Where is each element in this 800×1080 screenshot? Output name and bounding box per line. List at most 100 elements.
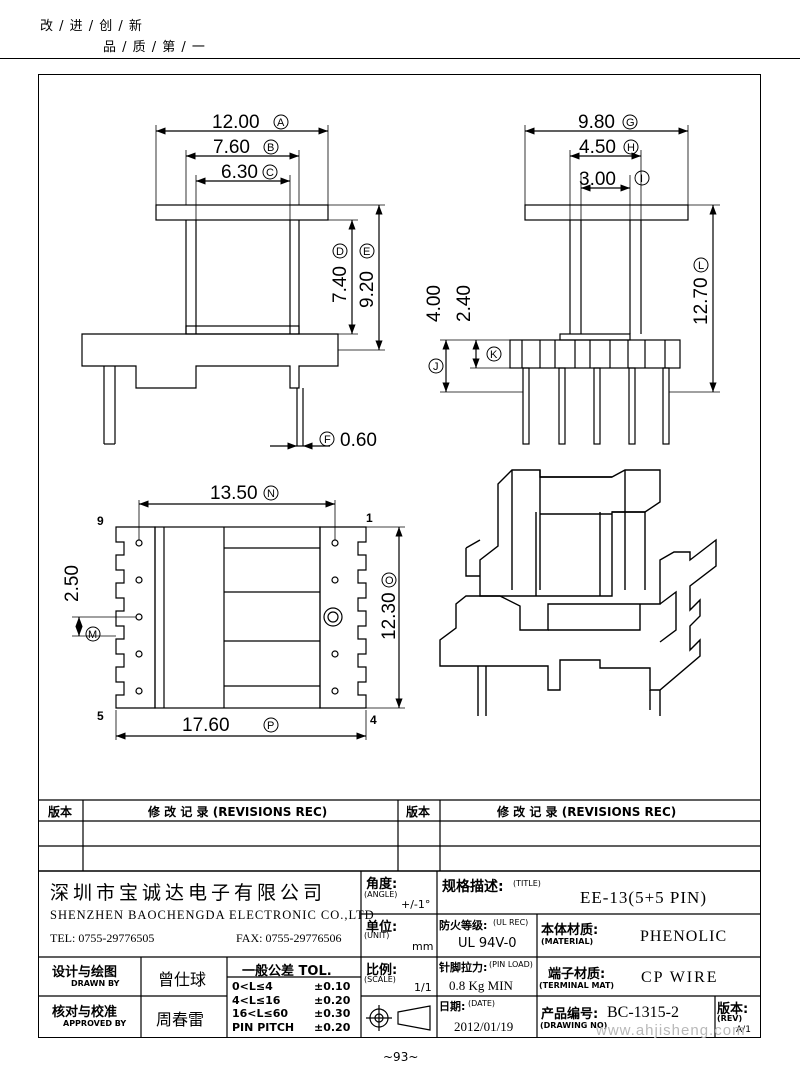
marker-A: A <box>273 114 289 130</box>
svg-text:G: G <box>626 117 635 129</box>
rev-label: 版本: <box>717 1002 749 1017</box>
page-number: ~93~ <box>383 1050 419 1064</box>
material-value: PHENOLIC <box>640 928 728 945</box>
marker-M: M <box>85 626 101 642</box>
dim-L-value: 12.70 <box>691 277 712 325</box>
title-label: 规格描述: <box>442 879 504 895</box>
marker-J: J <box>428 358 444 374</box>
angle-label: 角度: <box>366 877 398 892</box>
dim-D-value: 7.40 <box>330 266 351 303</box>
marker-F: F <box>319 431 335 447</box>
company-name-en: SHENZHEN BAOCHENGDA ELECTRONIC CO.,LTD <box>50 908 375 922</box>
tolerance-ranges: 0<L≤4 4<L≤16 16<L≤60 PIN PITCH <box>232 980 294 1034</box>
dim-J-value: 4.00 <box>424 285 445 322</box>
marker-P: P <box>263 717 279 733</box>
svg-text:J: J <box>433 361 439 373</box>
ul-label-en: (UL REC) <box>493 918 529 927</box>
pin-number-5: 5 <box>97 709 104 723</box>
header-rule <box>0 58 800 59</box>
dim-H-value: 4.50 <box>579 137 616 158</box>
approved-by-label: 核对与校准 <box>52 1005 118 1020</box>
dim-C-value: 6.30 <box>221 162 258 183</box>
unit-label-en: (UNIT) <box>364 931 390 940</box>
date-label-en: (DATE) <box>468 999 496 1008</box>
title-label-en: (TITLE) <box>513 879 541 888</box>
revision-col-record-right: 修 改 记 录 (REVISIONS REC) <box>497 805 677 819</box>
drawing-no-label: 产品编号: <box>541 1007 599 1022</box>
tolerance-value: ±0.20 <box>314 1020 351 1034</box>
angle-value: +/-1° <box>401 898 431 911</box>
svg-text:N: N <box>267 488 275 500</box>
dim-A-value: 12.00 <box>212 112 260 133</box>
dim-M-value: 2.50 <box>62 565 83 602</box>
scale-label: 比例: <box>366 963 398 978</box>
svg-text:B: B <box>267 142 274 154</box>
side-view <box>440 125 720 445</box>
svg-text:I: I <box>640 173 643 185</box>
front-view <box>81 125 385 450</box>
approved-by-name: 周春雷 <box>156 1010 205 1029</box>
pin-load-label-en: (PIN LOAD) <box>489 960 533 969</box>
dim-P-value: 17.60 <box>182 715 230 736</box>
date-value: 2012/01/19 <box>454 1019 514 1034</box>
marker-K: K <box>486 346 502 362</box>
svg-text:D: D <box>336 246 344 258</box>
watermark: www.ahjisheng.com <box>596 1022 746 1039</box>
unit-value: mm <box>412 940 434 953</box>
pin-load-label: 针脚拉力: <box>439 961 488 974</box>
isometric-view <box>439 469 717 716</box>
drawing-no-label-en: (DRAWING NO) <box>540 1021 608 1030</box>
pin-number-9: 9 <box>97 514 104 528</box>
tolerance-value: ±0.30 <box>314 1007 351 1020</box>
marker-N: N <box>263 485 279 501</box>
date-label: 日期: <box>439 1000 466 1013</box>
dim-O-value: 12.30 <box>379 592 400 640</box>
dim-F-value: 0.60 <box>340 430 377 451</box>
svg-text:M: M <box>88 629 97 641</box>
slogan-line-2: 品 / 质 / 第 / 一 <box>103 40 206 55</box>
marker-D: D <box>332 243 348 259</box>
material-label: 本体材质: <box>541 923 599 938</box>
drawn-by-label-en: DRAWN BY <box>71 979 120 988</box>
bottom-view <box>72 500 405 740</box>
drawn-by-label: 设计与绘图 <box>52 965 118 980</box>
rev-value: A/1 <box>736 1025 751 1035</box>
tolerance-values: ±0.10 ±0.20 ±0.30 ±0.20 <box>314 980 350 1034</box>
marker-H: H <box>623 139 639 155</box>
dim-E-value: 9.20 <box>357 271 378 308</box>
material-label-en: (MATERIAL) <box>541 937 594 946</box>
drawn-by-name: 曾仕球 <box>158 970 207 989</box>
svg-text:K: K <box>490 349 498 361</box>
ul-label: 防火等级: <box>439 919 488 932</box>
title-block-grid <box>38 799 761 1038</box>
svg-text:E: E <box>363 246 370 258</box>
ul-value: UL 94V-0 <box>458 936 517 951</box>
drawing-frame <box>38 74 761 1038</box>
dim-B-value: 7.60 <box>213 137 250 158</box>
svg-text:H: H <box>627 142 635 154</box>
terminal-label-en: (TERMINAL MAT) <box>539 981 615 990</box>
marker-O: O <box>381 572 397 588</box>
svg-text:A: A <box>277 117 285 129</box>
terminal-value: CP WIRE <box>641 969 719 986</box>
revision-col-version-right: 版本 <box>406 805 431 819</box>
dim-N-value: 13.50 <box>210 483 258 504</box>
marker-G: G <box>622 114 638 130</box>
dim-G-value: 9.80 <box>578 112 615 133</box>
tolerance-range: 4<L≤16 <box>232 993 281 1007</box>
drawing-no-value: BC-1315-2 <box>607 1004 679 1021</box>
angle-label-en: (ANGLE) <box>364 890 398 899</box>
marker-C: C <box>262 164 278 180</box>
company-name-cn: 深圳市宝诚达电子有限公司 <box>50 882 327 904</box>
scale-value: 1/1 <box>414 981 432 994</box>
dim-K-value: 2.40 <box>454 285 475 322</box>
tolerance-value: ±0.10 <box>314 980 351 993</box>
pin-load-value: 0.8 Kg MIN <box>449 978 513 993</box>
marker-B: B <box>263 139 279 155</box>
tolerance-range: 16<L≤60 <box>232 1007 289 1020</box>
marker-E: E <box>359 243 375 259</box>
revision-col-record-left: 修 改 记 录 (REVISIONS REC) <box>148 805 328 819</box>
svg-text:F: F <box>324 434 331 446</box>
pin-number-1: 1 <box>366 511 373 525</box>
